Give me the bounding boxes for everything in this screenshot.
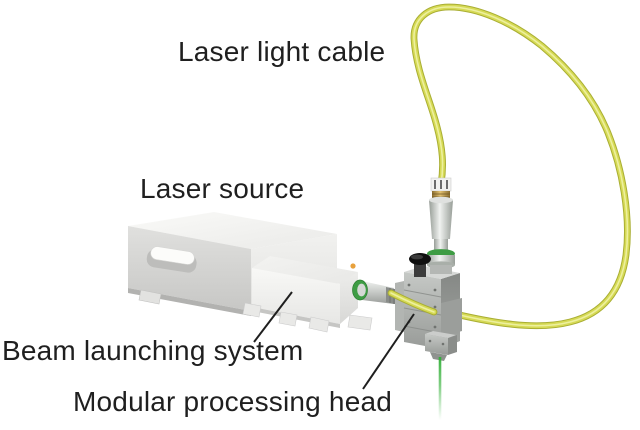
box-foot [278,311,298,327]
focus-knob [409,253,431,277]
head-right-block [441,298,462,337]
label-modular-processing-head: Modular processing head [73,386,393,417]
box-foot [347,314,373,331]
box-handle [146,246,197,273]
processing-head [395,177,462,361]
label-laser-source: Laser source [140,173,305,204]
nozzle [430,352,447,361]
brass-ring [432,191,450,200]
cable-collimator [427,177,455,274]
label-laser-light-cable: Laser light cable [178,36,386,67]
box-foot [308,316,330,333]
head-left-block [395,281,404,332]
collimator-cylinder [429,200,453,239]
beam-launching-box [242,256,399,333]
leader-line-processing-head [362,313,415,390]
warning-dot [350,263,356,269]
box-foot [138,289,162,305]
label-beam-launching-system: Beam launching system [2,335,304,366]
box-foot [242,302,262,318]
leader-line-beam-launching [253,291,293,343]
nozzle-stack [425,331,457,361]
